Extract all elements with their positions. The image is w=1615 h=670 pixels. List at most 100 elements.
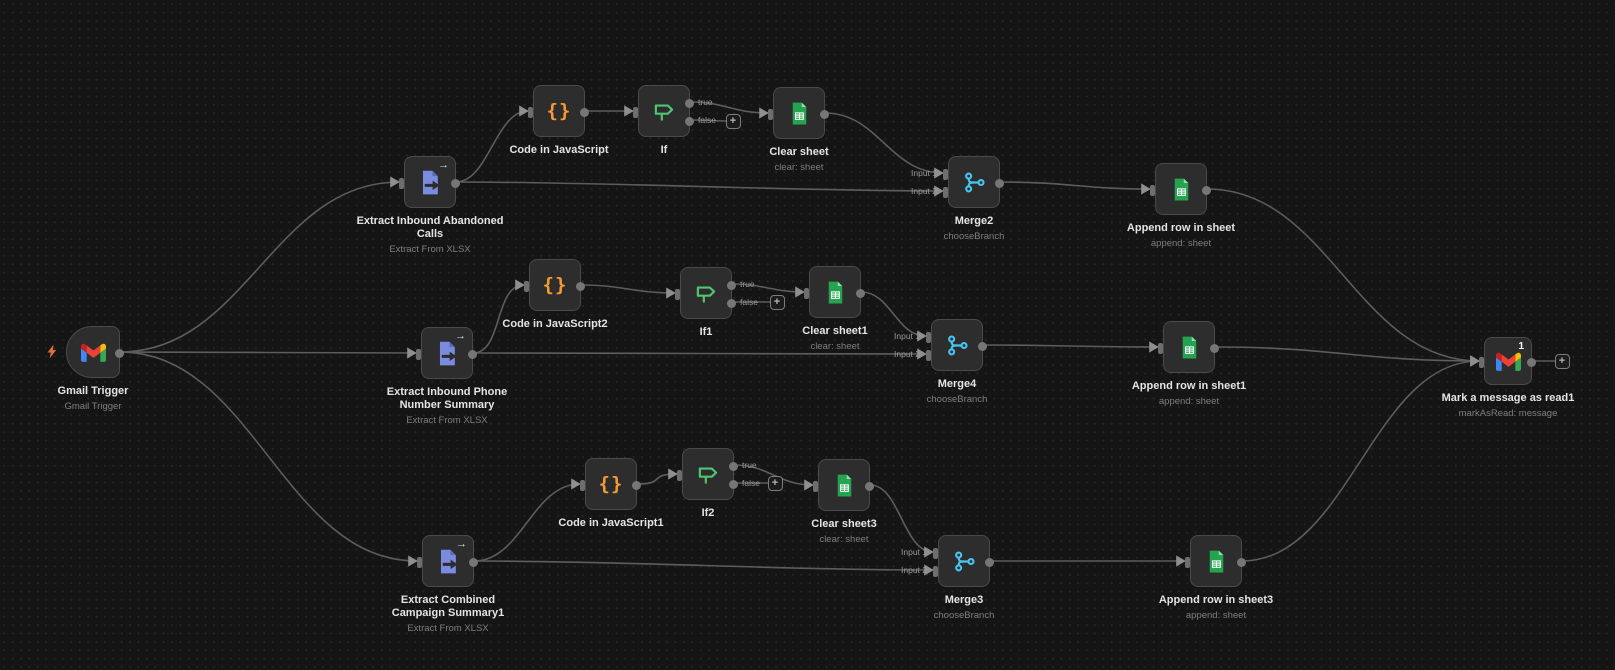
node-extract_abandoned[interactable]: →: [399, 156, 460, 208]
input-port[interactable]: [633, 106, 638, 118]
output-port[interactable]: [1236, 557, 1246, 567]
if-icon: [651, 98, 677, 124]
node-extract_phone[interactable]: →: [416, 327, 477, 379]
connection-edge[interactable]: [1214, 346, 1480, 367]
output-port[interactable]: [1201, 185, 1211, 195]
input-port[interactable]: [1479, 356, 1484, 368]
connection-edge[interactable]: [472, 279, 525, 354]
node-code_js[interactable]: {}: [528, 85, 589, 137]
output-port[interactable]: [977, 341, 987, 351]
add-node-button[interactable]: +: [767, 475, 783, 491]
node-merge2[interactable]: [943, 156, 1004, 208]
connection-edge[interactable]: [869, 484, 934, 558]
input-port[interactable]: [677, 469, 682, 481]
code-icon: {}: [598, 472, 624, 495]
output-port[interactable]: [726, 280, 736, 290]
node-extract_campaign[interactable]: →: [417, 535, 478, 587]
input-port[interactable]: [943, 186, 948, 198]
node-if[interactable]: [633, 85, 694, 137]
if-icon: [693, 280, 719, 306]
connection-edge[interactable]: [455, 105, 529, 183]
code-icon: {}: [542, 273, 568, 296]
node-code_js1[interactable]: {}: [580, 458, 641, 510]
node-code_js2[interactable]: {}: [524, 259, 585, 311]
input-port[interactable]: [1158, 342, 1163, 354]
connection-edge[interactable]: [119, 176, 400, 353]
output-port[interactable]: [855, 288, 865, 298]
output-port[interactable]: [726, 298, 736, 308]
add-node-button[interactable]: +: [1554, 353, 1570, 369]
node-append_sheet1[interactable]: [1158, 321, 1219, 373]
output-port[interactable]: [684, 98, 694, 108]
connection-edge[interactable]: [119, 351, 418, 567]
input-port[interactable]: [943, 168, 948, 180]
connection-edge[interactable]: [731, 283, 805, 298]
node-if1[interactable]: [675, 267, 736, 319]
connection-edge[interactable]: [824, 112, 944, 179]
output-port[interactable]: [864, 481, 874, 491]
node-merge3[interactable]: [933, 535, 994, 587]
input-port[interactable]: [813, 480, 818, 492]
node-append_sheet[interactable]: [1150, 163, 1211, 215]
input-port[interactable]: [1150, 184, 1155, 196]
connection-edge[interactable]: [580, 284, 676, 299]
output-port[interactable]: [450, 178, 460, 188]
output-port[interactable]: [114, 348, 124, 358]
input-port[interactable]: [933, 565, 938, 577]
input-port[interactable]: [1185, 556, 1190, 568]
input-port[interactable]: [926, 349, 931, 361]
output-port[interactable]: [728, 479, 738, 489]
connection-edge[interactable]: [689, 101, 769, 119]
add-node-button[interactable]: +: [769, 294, 785, 310]
input-port[interactable]: [926, 331, 931, 343]
input-port[interactable]: [675, 288, 680, 300]
connection-edge[interactable]: [473, 560, 934, 576]
connection-edge[interactable]: [472, 348, 927, 360]
connection-edge[interactable]: [982, 341, 1159, 353]
input-port[interactable]: [933, 547, 938, 559]
output-port[interactable]: [467, 349, 477, 359]
connection-edge[interactable]: [1206, 188, 1480, 367]
xlsx-icon: [435, 548, 462, 575]
connection-edge[interactable]: [119, 347, 417, 359]
output-port[interactable]: [631, 480, 641, 490]
output-port[interactable]: [468, 557, 478, 567]
output-port[interactable]: [728, 461, 738, 471]
node-append_sheet3[interactable]: [1185, 535, 1246, 587]
input-port[interactable]: [524, 280, 529, 292]
code-icon: {}: [546, 99, 572, 122]
output-port[interactable]: [575, 281, 585, 291]
output-port[interactable]: [1209, 343, 1219, 353]
input-port[interactable]: [417, 556, 422, 568]
input-port[interactable]: [416, 348, 421, 360]
output-port[interactable]: [579, 107, 589, 117]
input-port[interactable]: [804, 287, 809, 299]
input-port[interactable]: [768, 108, 773, 120]
node-clear_sheet1[interactable]: [804, 266, 865, 318]
connection-edge[interactable]: [455, 181, 944, 197]
output-port[interactable]: [1526, 357, 1536, 367]
add-node-button[interactable]: +: [725, 113, 741, 129]
connection-edge[interactable]: [733, 464, 814, 491]
node-merge4[interactable]: [926, 319, 987, 371]
input-port[interactable]: [528, 106, 533, 118]
connection-edge[interactable]: [860, 291, 927, 342]
node-clear_sheet[interactable]: [768, 87, 829, 139]
input-port[interactable]: [399, 177, 404, 189]
output-port[interactable]: [684, 116, 694, 126]
output-port[interactable]: [994, 178, 1004, 188]
connection-edge[interactable]: [473, 478, 581, 562]
node-gmail_trigger[interactable]: [66, 326, 124, 378]
output-port[interactable]: [984, 557, 994, 567]
node-mark_read[interactable]: 1: [1479, 337, 1536, 385]
output-port[interactable]: [819, 109, 829, 119]
sheets-icon: [1204, 549, 1229, 574]
connection-edge[interactable]: [999, 181, 1151, 195]
sheets-icon: [787, 101, 812, 126]
node-clear_sheet3[interactable]: [813, 459, 874, 511]
input-port[interactable]: [580, 479, 585, 491]
connection-edge[interactable]: [1241, 355, 1480, 562]
connection-edge[interactable]: [636, 468, 678, 485]
node-if2[interactable]: [677, 448, 738, 500]
